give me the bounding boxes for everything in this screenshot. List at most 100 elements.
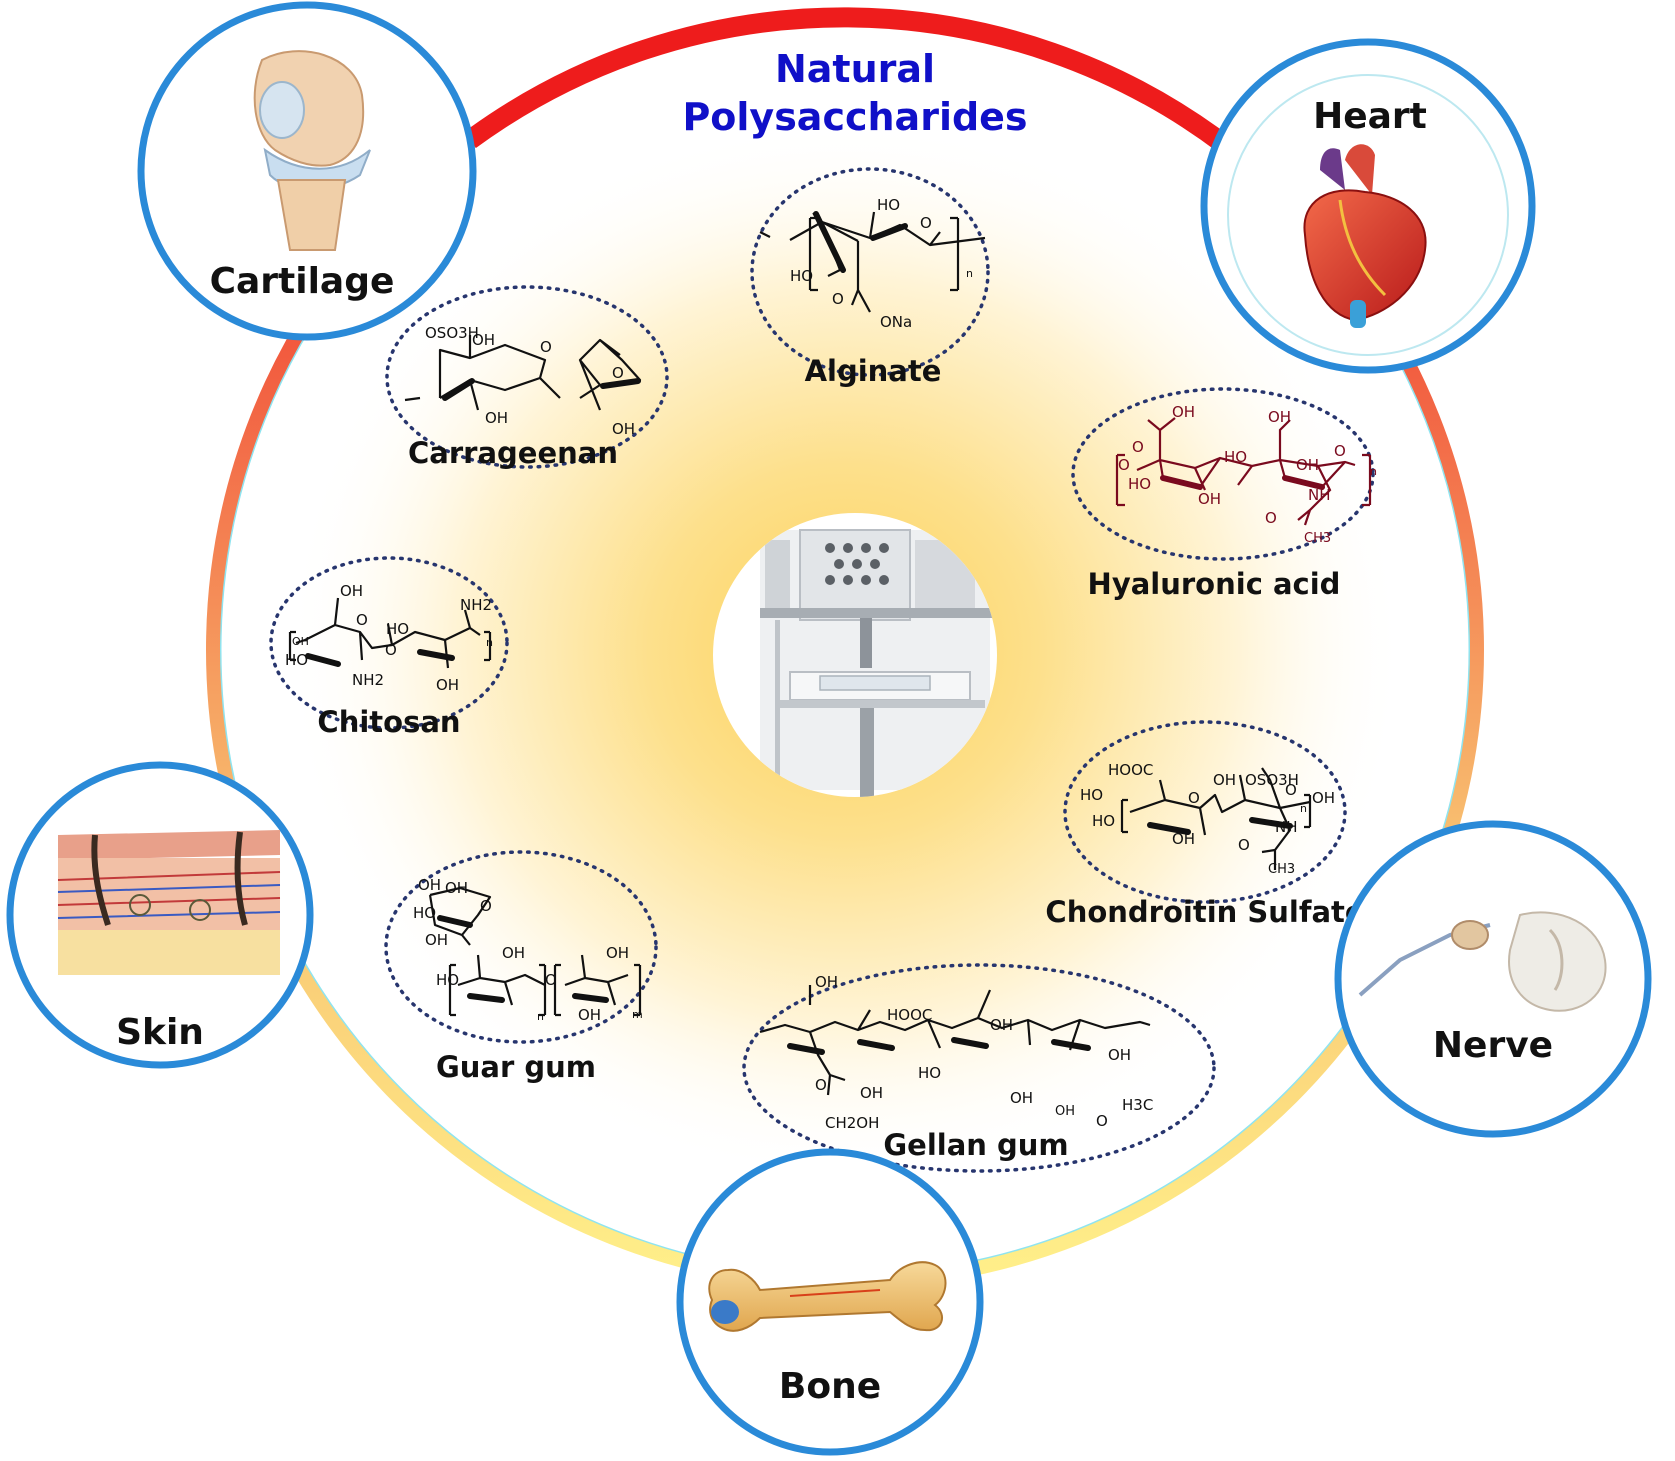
chondroitin-atom-8: O bbox=[1285, 781, 1297, 799]
guar-atom-8: OH bbox=[606, 944, 629, 962]
hyaluronic-atom-13: n bbox=[1370, 465, 1377, 478]
alginate-atom-5: ONa bbox=[880, 313, 912, 331]
chitosan-atom-6: OH bbox=[436, 676, 459, 694]
hyaluronic-atom-1: OH bbox=[1172, 403, 1195, 421]
gellan-atom-11: O bbox=[1096, 1112, 1108, 1130]
gellan-gum-structure: OH HOOC OH O OH CH2OH HO OH OH H3C O OH bbox=[742, 963, 1216, 1173]
hyaluronic-atom-4: HO bbox=[1128, 475, 1151, 493]
femur-bone-icon bbox=[708, 1261, 947, 1332]
nerve-label: Nerve bbox=[1433, 1025, 1553, 1066]
knee-joint-icon bbox=[253, 50, 371, 251]
chitosan-atom-4: NH2 bbox=[460, 596, 492, 614]
chondroitin-atom-5: O bbox=[1188, 789, 1200, 807]
gellan-atom-3: OH bbox=[990, 1016, 1013, 1034]
alginate-atom-2: O bbox=[920, 214, 932, 232]
chitosan-label: Chitosan bbox=[317, 705, 460, 739]
chondroitin-atom-7: OH bbox=[1172, 830, 1195, 848]
chondroitin-sulfate-label: Chondroitin Sulfate bbox=[1045, 895, 1364, 929]
alginate-structure: HO O HO O ONa n bbox=[750, 167, 990, 377]
hyaluronic-atom-10: NH bbox=[1308, 486, 1331, 504]
title-line-1: Natural bbox=[775, 47, 935, 91]
gellan-atom-12: OH bbox=[1108, 1046, 1131, 1064]
guar-atom-6: HO bbox=[436, 971, 459, 989]
heart-icon bbox=[1303, 144, 1427, 328]
hyaluronic-atom-3: O bbox=[1118, 456, 1130, 474]
hyaluronic-atom-12: CH3 bbox=[1304, 531, 1331, 546]
gellan-atom-2: HOOC bbox=[887, 1006, 932, 1024]
chondroitin-atom-11: O bbox=[1238, 836, 1250, 854]
alginate-atom-6: n bbox=[966, 267, 973, 280]
hyaluronic-acid-label: Hyaluronic acid bbox=[1088, 567, 1341, 601]
chondroitin-atom-1: OH bbox=[1213, 771, 1236, 789]
hyaluronic-acid-structure: OH O O HO OH OH HO O OH NH O CH3 n bbox=[1071, 387, 1377, 561]
carrageenan-atom-5: OH bbox=[485, 409, 508, 427]
carrageenan-atom-2: OH bbox=[472, 331, 495, 349]
chitosan-atom-3: HO bbox=[285, 651, 308, 669]
carrageenan-atom-6: OH bbox=[612, 420, 635, 438]
chitosan-atom-10: n bbox=[486, 636, 493, 649]
guar-atom-9: O bbox=[545, 971, 557, 989]
hyaluronic-atom-2: O bbox=[1132, 438, 1144, 456]
carrageenan-atom-1: OSO3H bbox=[425, 324, 479, 342]
carrageenan-label: Carrageenan bbox=[408, 436, 618, 470]
chitosan-atom-2: O bbox=[356, 611, 368, 629]
gellan-atom-6: CH2OH bbox=[825, 1114, 879, 1132]
chitosan-atom-9: OH bbox=[292, 635, 309, 648]
gellan-atom-8: OH bbox=[1010, 1089, 1033, 1107]
hyaluronic-atom-7: HO bbox=[1224, 448, 1247, 466]
guar-atom-3: HO bbox=[413, 904, 436, 922]
skin-layers-icon bbox=[57, 830, 281, 975]
carrageenan-atom-3: O bbox=[540, 338, 552, 356]
outer-ring-top-arc bbox=[464, 7, 1232, 153]
cartilage-label: Cartilage bbox=[210, 261, 395, 302]
chondroitin-atom-9: OH bbox=[1312, 789, 1335, 807]
chondroitin-atom-6: HO bbox=[1092, 812, 1115, 830]
chondroitin-atom-10: NH bbox=[1275, 818, 1298, 836]
alginate-atom-4: O bbox=[832, 290, 844, 308]
alginate-atom-3: HO bbox=[790, 267, 813, 285]
hyaluronic-atom-9: OH bbox=[1296, 456, 1319, 474]
hyaluronic-atom-11: O bbox=[1265, 509, 1277, 527]
guar-atom-7: OH bbox=[502, 944, 525, 962]
skin-label: Skin bbox=[116, 1012, 204, 1053]
guar-gum-label: Guar gum bbox=[436, 1050, 596, 1084]
guar-atom-1: OH bbox=[418, 876, 441, 894]
heart-label: Heart bbox=[1313, 96, 1427, 137]
chitosan-atom-5: HO bbox=[386, 620, 409, 638]
chondroitin-atom-12: CH3 bbox=[1268, 862, 1295, 877]
guar-atom-4: O bbox=[480, 897, 492, 915]
chitosan-atom-8: O bbox=[385, 641, 397, 659]
guar-atom-10: OH bbox=[578, 1006, 601, 1024]
guar-atom-2: OH bbox=[445, 879, 468, 897]
gellan-atom-10: H3C bbox=[1122, 1096, 1153, 1114]
nerve-circle bbox=[1334, 820, 1652, 1138]
gellan-atom-1: OH bbox=[815, 973, 838, 991]
title-line-2: Polysaccharides bbox=[682, 95, 1027, 139]
gellan-atom-9: OH bbox=[1055, 1104, 1075, 1119]
hyaluronic-atom-5: OH bbox=[1198, 490, 1221, 508]
chondroitin-atom-4: HO bbox=[1080, 786, 1103, 804]
guar-gum-structure: OH OH HO O OH HO OH OH O OH n m bbox=[384, 850, 658, 1044]
gellan-atom-7: HO bbox=[918, 1064, 941, 1082]
gellan-atom-4: O bbox=[815, 1076, 827, 1094]
bone-label: Bone bbox=[779, 1366, 881, 1407]
carrageenan-structure: OSO3H OH O O OH OH bbox=[385, 285, 669, 469]
alginate-label: Alginate bbox=[805, 354, 942, 388]
guar-atom-12: m bbox=[632, 1008, 643, 1021]
chondroitin-atom-3: HOOC bbox=[1108, 761, 1153, 779]
chitosan-atom-7: NH2 bbox=[352, 671, 384, 689]
nerve-spinal-cord-icon bbox=[1358, 911, 1607, 1012]
chitosan-atom-1: OH bbox=[340, 582, 363, 600]
chondroitin-atom-13: n bbox=[1300, 802, 1307, 815]
chondroitin-atom-2: OSO3H bbox=[1245, 771, 1299, 789]
gellan-atom-5: OH bbox=[860, 1084, 883, 1102]
gellan-gum-label: Gellan gum bbox=[883, 1128, 1068, 1162]
alginate-atom-1: HO bbox=[877, 196, 900, 214]
guar-atom-5: OH bbox=[425, 931, 448, 949]
guar-atom-11: n bbox=[537, 1010, 544, 1023]
hyaluronic-atom-6: OH bbox=[1268, 408, 1291, 426]
chitosan-structure: OH O HO NH2 HO OH NH2 O OH n bbox=[269, 556, 509, 730]
hyaluronic-atom-8: O bbox=[1334, 442, 1346, 460]
